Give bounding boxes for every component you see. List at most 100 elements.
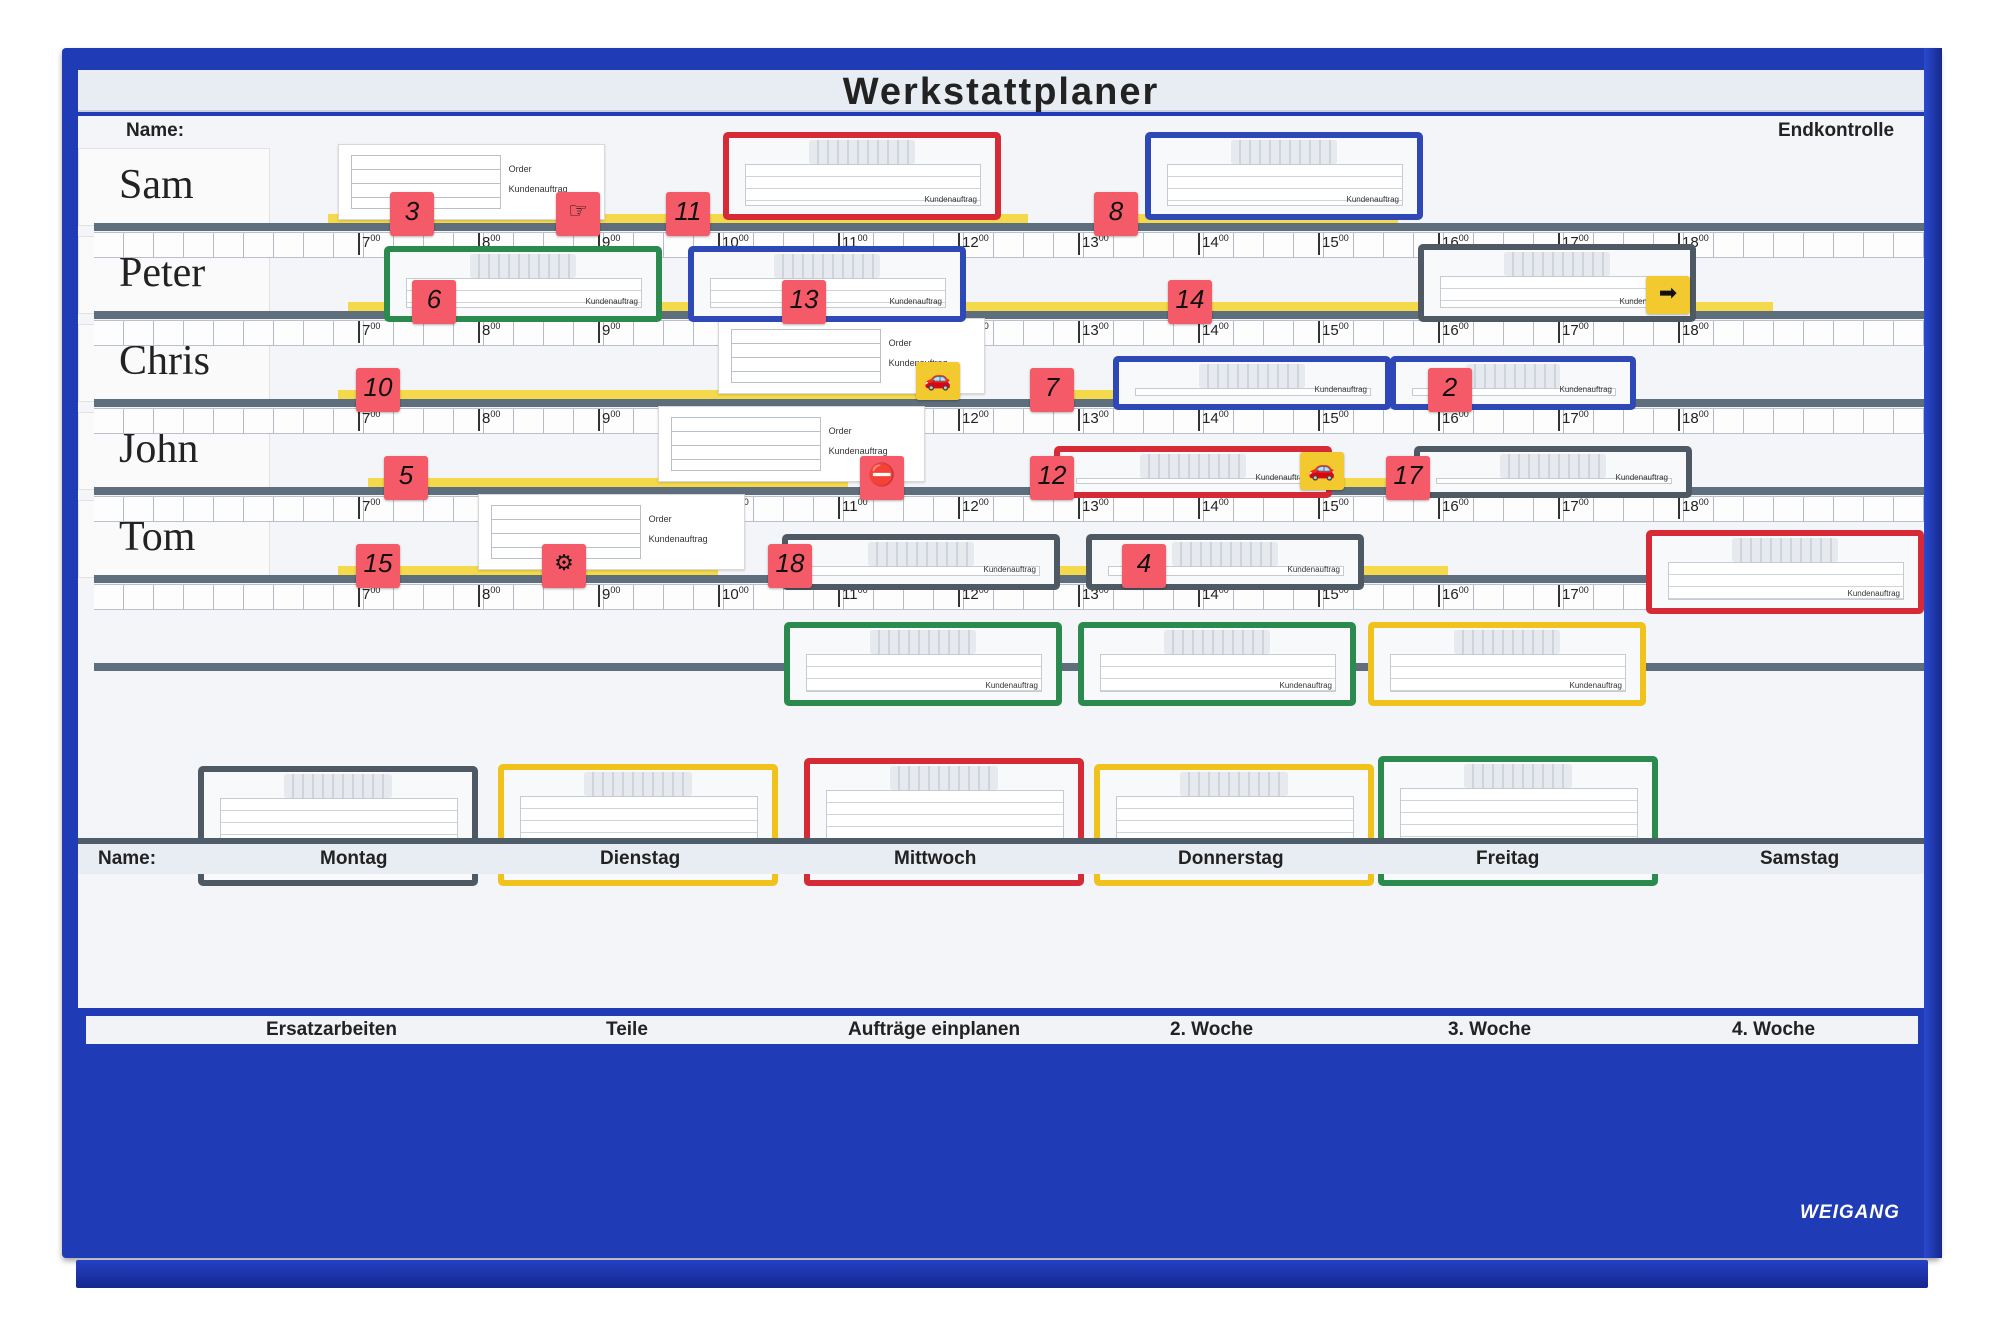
hour-label: 12 (962, 234, 979, 251)
tray-pocket-green[interactable]: Kundenauftrag (1378, 756, 1658, 886)
row-rail (94, 399, 1924, 407)
magnet-number: 11 (674, 196, 702, 226)
duration-bar (338, 566, 718, 575)
magnet-number: 12 (1037, 460, 1067, 490)
magnet-marker[interactable]: 18 (768, 544, 812, 588)
hour-label: 9 (602, 234, 611, 251)
bin-label: 4. Woche (1732, 1019, 1816, 1040)
hour-label: 17 (1562, 322, 1579, 339)
magnet-number: 18 (775, 548, 805, 578)
magnet-marker[interactable]: 3 (390, 192, 434, 236)
time-strip: 700 800 900 1000 1100 1200 1300 1400 150… (94, 496, 1924, 522)
magnet-marker[interactable]: ☞ (556, 192, 600, 236)
order-pocket-blue[interactable]: Kundenauftrag (1145, 132, 1423, 220)
day-label: Freitag (1476, 848, 1540, 869)
hour-label: 13 (1082, 234, 1099, 251)
hour-label: 7 (362, 410, 371, 427)
yellow-magnet[interactable]: ➡ (1646, 276, 1690, 314)
hour-label: 15 (1322, 410, 1339, 427)
hour-label: 8 (482, 410, 491, 427)
hour-label: 17 (1562, 410, 1579, 427)
hour-label: 14 (1202, 586, 1219, 603)
hour-label: 7 (362, 322, 371, 339)
title-strip: Werkstattplaner (78, 70, 1924, 113)
order-pocket-blue[interactable]: Kundenauftrag (1390, 356, 1636, 410)
hour-label: 14 (1202, 498, 1219, 515)
magnet-marker[interactable]: 13 (782, 280, 826, 324)
hour-label: 13 (1082, 586, 1099, 603)
bin-label: Teile (606, 1019, 648, 1040)
day-label: Mittwoch (894, 848, 977, 869)
magnet-number: 7 (1044, 372, 1060, 402)
day-label: Donnerstag (1178, 848, 1284, 869)
magnet-marker[interactable]: 17 (1386, 456, 1430, 500)
magnet-marker[interactable]: 14 (1168, 280, 1212, 324)
order-pocket-red[interactable]: Kundenauftrag (1646, 530, 1924, 614)
magnet-number: 17 (1393, 460, 1423, 490)
magnet-marker[interactable]: 11 (666, 192, 710, 236)
magnet-marker[interactable]: 6 (412, 280, 456, 324)
row-rail (94, 487, 1924, 495)
name-card-sam[interactable]: Sam (78, 148, 270, 226)
order-pocket-green[interactable]: Kundenauftrag (1078, 622, 1356, 706)
row-rail (94, 311, 1924, 319)
day-label: Dienstag (600, 848, 681, 869)
magnet-marker[interactable]: 5 (384, 456, 428, 500)
hour-label: 18 (1682, 498, 1699, 515)
order-pocket-blue[interactable]: Kundenauftrag (688, 246, 966, 322)
hour-label: 16 (1442, 410, 1459, 427)
endkontrolle-label: Endkontrolle (1778, 120, 1895, 141)
magnet-number: 15 (363, 548, 393, 578)
order-pocket-gray[interactable]: Kundenauftrag (782, 534, 1060, 590)
order-pocket-green[interactable]: Kundenauftrag (784, 622, 1062, 706)
hour-label: 13 (1082, 410, 1099, 427)
hour-label: 12 (962, 498, 979, 515)
yellow-magnet[interactable]: 🚗 (916, 362, 960, 400)
order-pocket-blue[interactable]: Kundenauftrag (1113, 356, 1391, 410)
order-pocket-yellow[interactable]: Kundenauftrag (1368, 622, 1646, 706)
day-name-label: Name: (98, 848, 157, 869)
bin-label: 2. Woche (1170, 1019, 1254, 1040)
duration-bar (338, 390, 958, 399)
magnet-number: 2 (1442, 372, 1458, 402)
hour-label: 17 (1562, 498, 1579, 515)
hour-label: 15 (1322, 586, 1339, 603)
magnet-marker[interactable]: 8 (1094, 192, 1138, 236)
order-pocket-red[interactable]: Kundenauftrag (1054, 446, 1332, 498)
magnet-marker[interactable]: 10 (356, 368, 400, 412)
hour-label: 14 (1202, 234, 1219, 251)
bin-label-strip: Ersatzarbeiten Teile Aufträge einplanen … (86, 1016, 1918, 1044)
magnet-marker[interactable]: 12 (1030, 456, 1074, 500)
bin-label: 3. Woche (1448, 1019, 1532, 1040)
magnet-marker[interactable]: 7 (1030, 368, 1074, 412)
magnet-marker[interactable]: 4 (1122, 544, 1166, 588)
magnet-marker[interactable]: 2 (1428, 368, 1472, 412)
hour-label: 7 (362, 234, 371, 251)
board-title: Werkstattplaner (842, 71, 1160, 113)
brand-logo: WEIGANG (1800, 1202, 1900, 1223)
magnet-number: 4 (1136, 548, 1152, 578)
magnet-number: 13 (789, 284, 819, 314)
order-pocket-gray[interactable]: Kundenauftrag (1414, 446, 1692, 498)
row-rail (94, 223, 1924, 231)
yellow-magnet[interactable]: 🚗 (1300, 452, 1344, 490)
board-panel: Name: Endkontrolle Sam Peter Chris John … (78, 116, 1924, 1008)
hour-label: 9 (602, 410, 611, 427)
magnet-marker[interactable]: 15 (356, 544, 400, 588)
magnet-number: 14 (1175, 284, 1205, 314)
hour-label: 16 (1442, 586, 1459, 603)
order-pocket-red[interactable]: Kundenauftrag (723, 132, 1001, 220)
day-label: Montag (320, 848, 388, 869)
magnet-number: 10 (363, 372, 393, 402)
hour-label: 9 (602, 586, 611, 603)
hour-label: 18 (1682, 322, 1699, 339)
gear-icon: ⚙ (554, 550, 574, 575)
hour-label: 7 (362, 498, 371, 515)
magnet-marker[interactable]: ⚙ (542, 544, 586, 588)
time-strip: 700 800 900 1000 1100 1200 1300 1400 150… (94, 320, 1924, 346)
magnet-number: 6 (426, 284, 442, 314)
hour-label: 13 (1082, 498, 1099, 515)
magnet-marker[interactable]: ⛔ (860, 456, 904, 500)
